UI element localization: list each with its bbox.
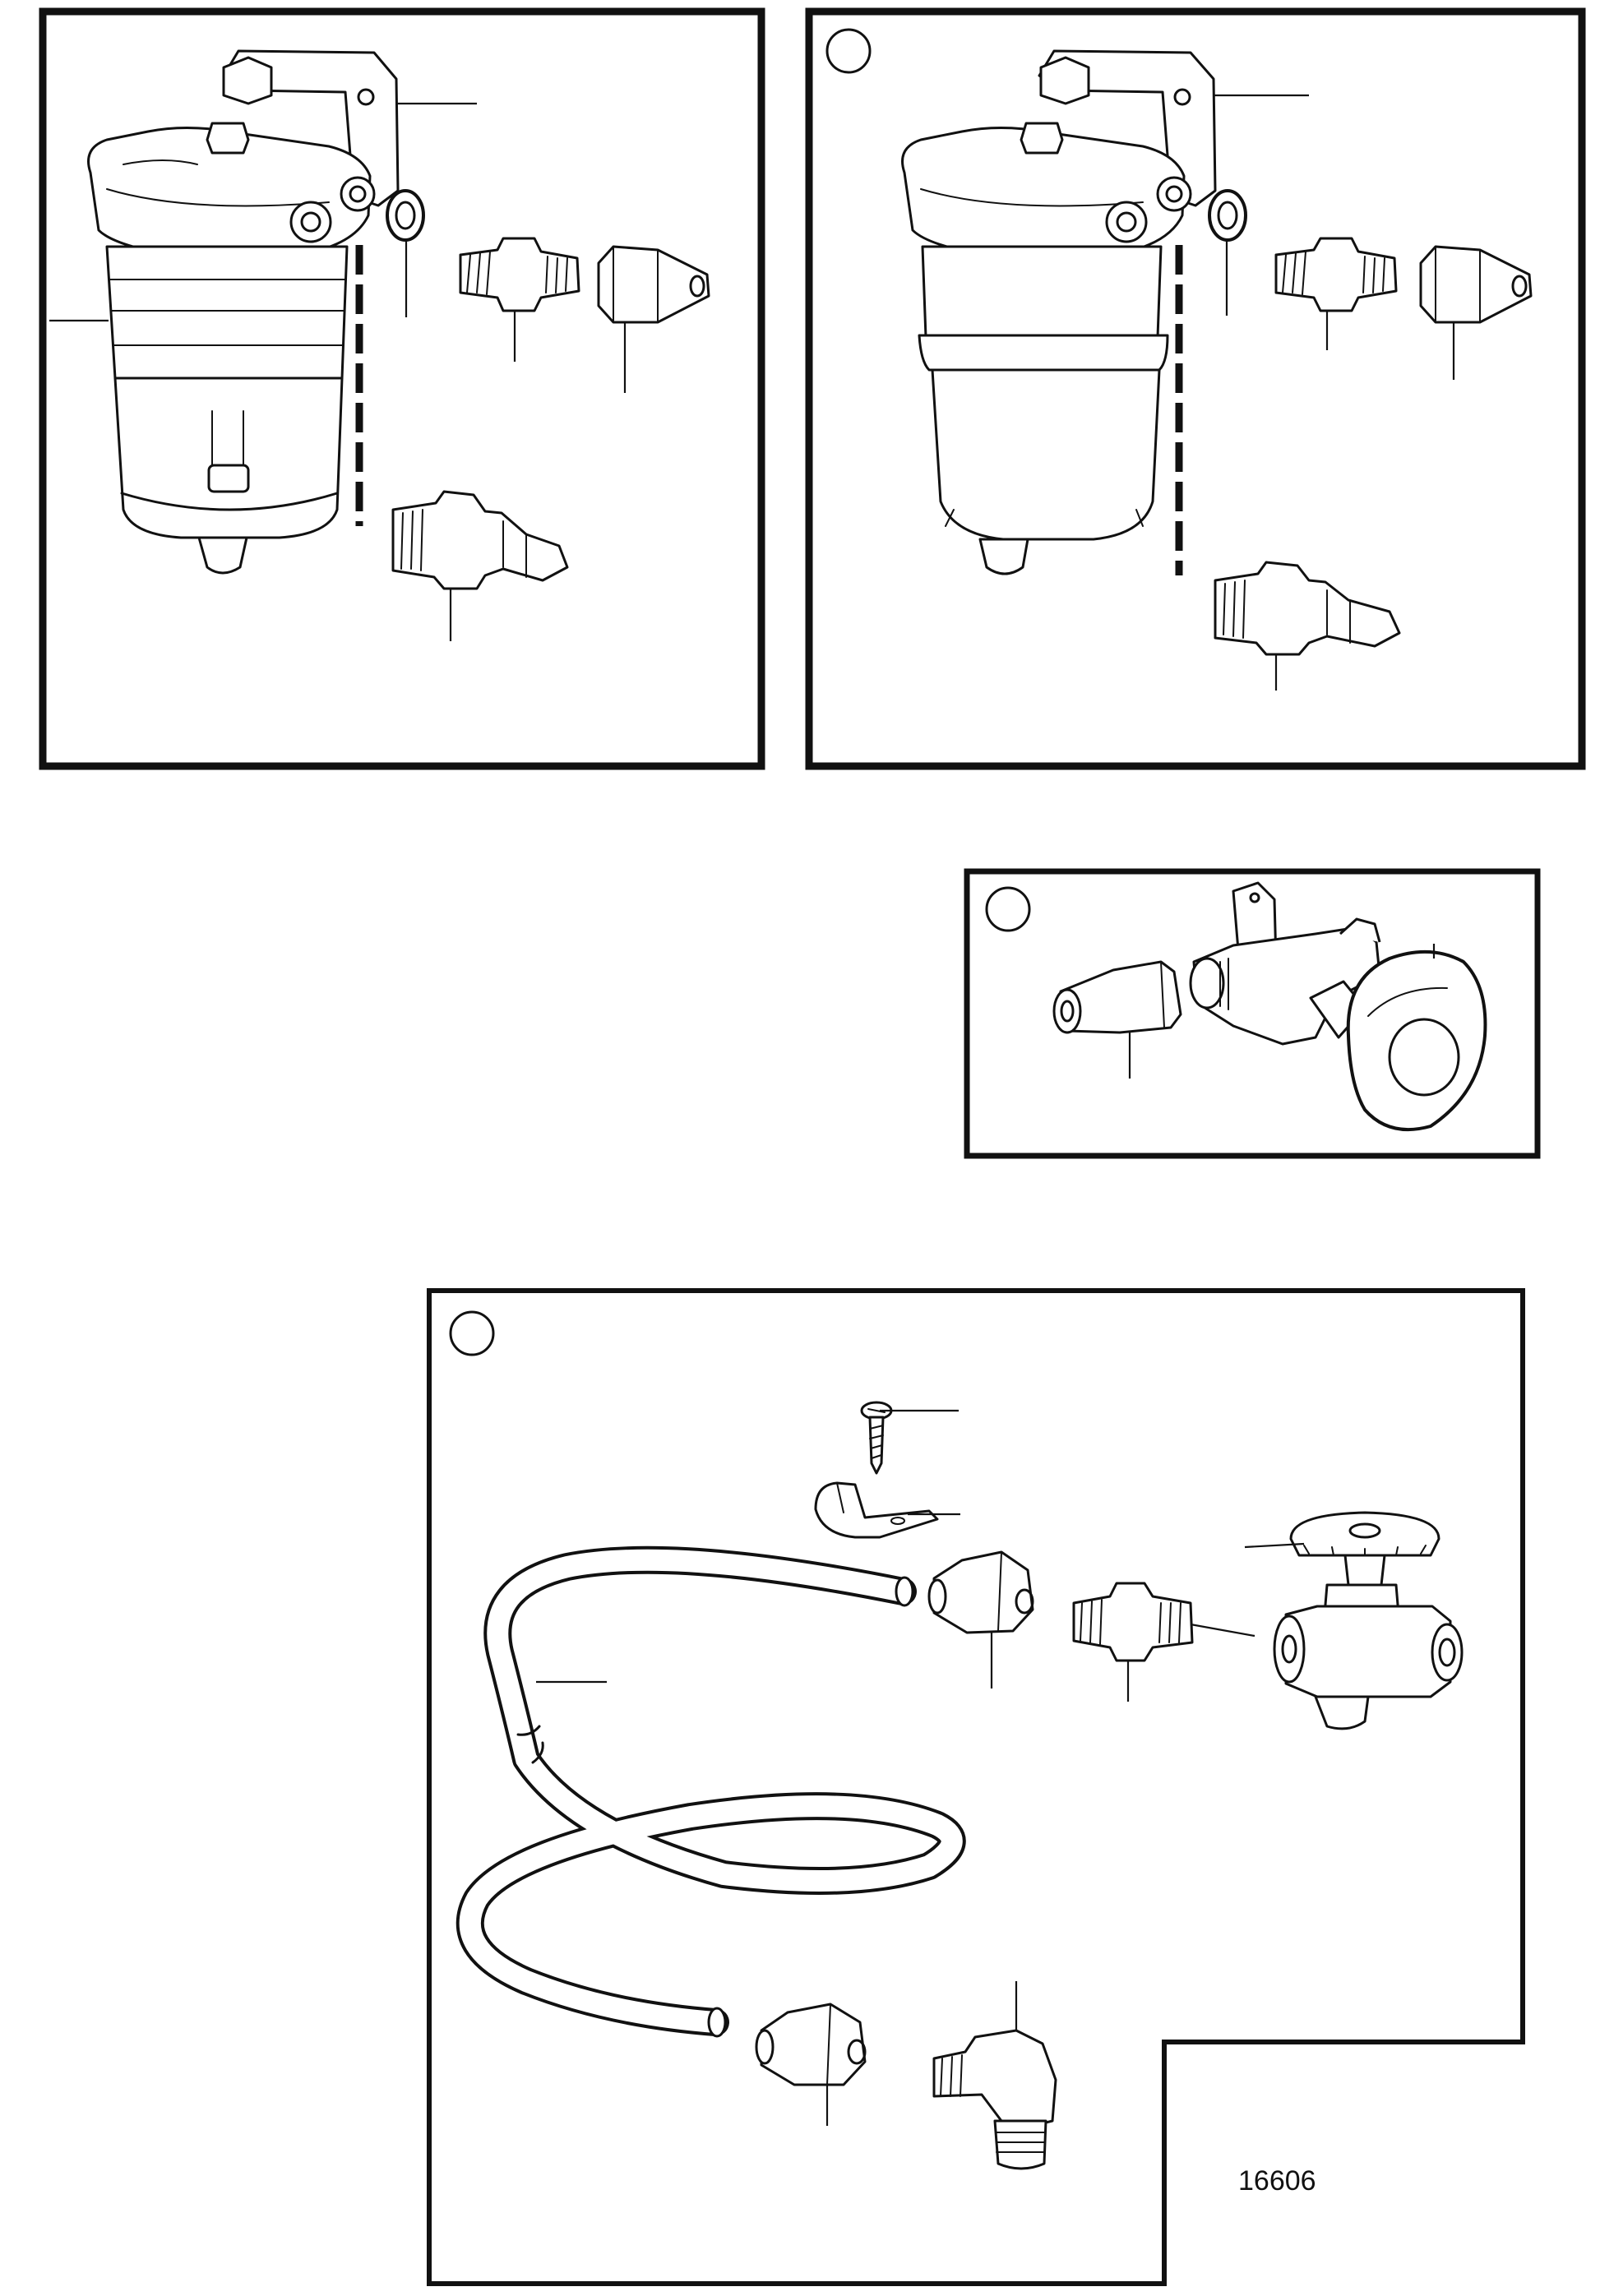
panel-fuel-filter-metal-bowl <box>805 7 1586 770</box>
valve-body <box>1189 881 1381 1046</box>
filter-glass-bowl <box>105 245 349 575</box>
hose-clamp <box>814 1481 939 1539</box>
filter-head <box>87 122 376 258</box>
ref-marker-1 <box>825 28 872 74</box>
panel-fuel-filter-glass-bowl <box>39 7 765 770</box>
leader-lines-panel-3 <box>1128 944 1436 1079</box>
hose-nipple <box>391 490 569 590</box>
washer <box>386 189 425 242</box>
hose-nut-lower <box>755 2003 867 2086</box>
elbow-fitting <box>932 2029 1057 2170</box>
filter-metal-bowl <box>918 245 1169 575</box>
panel-fuel-line-kit: 16606 <box>427 1288 1525 2286</box>
filter-head-2 <box>901 122 1192 258</box>
union-nut-2 <box>1419 245 1533 324</box>
figure-number: 16606 <box>1238 2165 1316 2197</box>
leader-lines-panel-1 <box>49 102 627 641</box>
ref-marker-3 <box>449 1310 495 1356</box>
valve-handwheel <box>1346 950 1487 1132</box>
valve-nut <box>1052 960 1182 1034</box>
washer-2 <box>1208 189 1247 242</box>
panel-shutoff-valve <box>964 868 1541 1159</box>
hose-nipple-2 <box>1214 561 1401 656</box>
union-nipple-3 <box>1072 1582 1194 1662</box>
fuel-hose <box>455 1545 966 2038</box>
shutoff-valve-kit <box>1273 1511 1464 1730</box>
union-nut <box>597 245 710 324</box>
union-nipple <box>459 237 580 312</box>
leader-lines-panel-2 <box>1214 94 1455 691</box>
ref-marker-2 <box>985 886 1031 932</box>
hose-nut-upper <box>927 1550 1034 1634</box>
leader-lines-panel-4 <box>536 1409 1305 2126</box>
union-nipple-2 <box>1274 237 1398 312</box>
screw <box>860 1401 893 1475</box>
